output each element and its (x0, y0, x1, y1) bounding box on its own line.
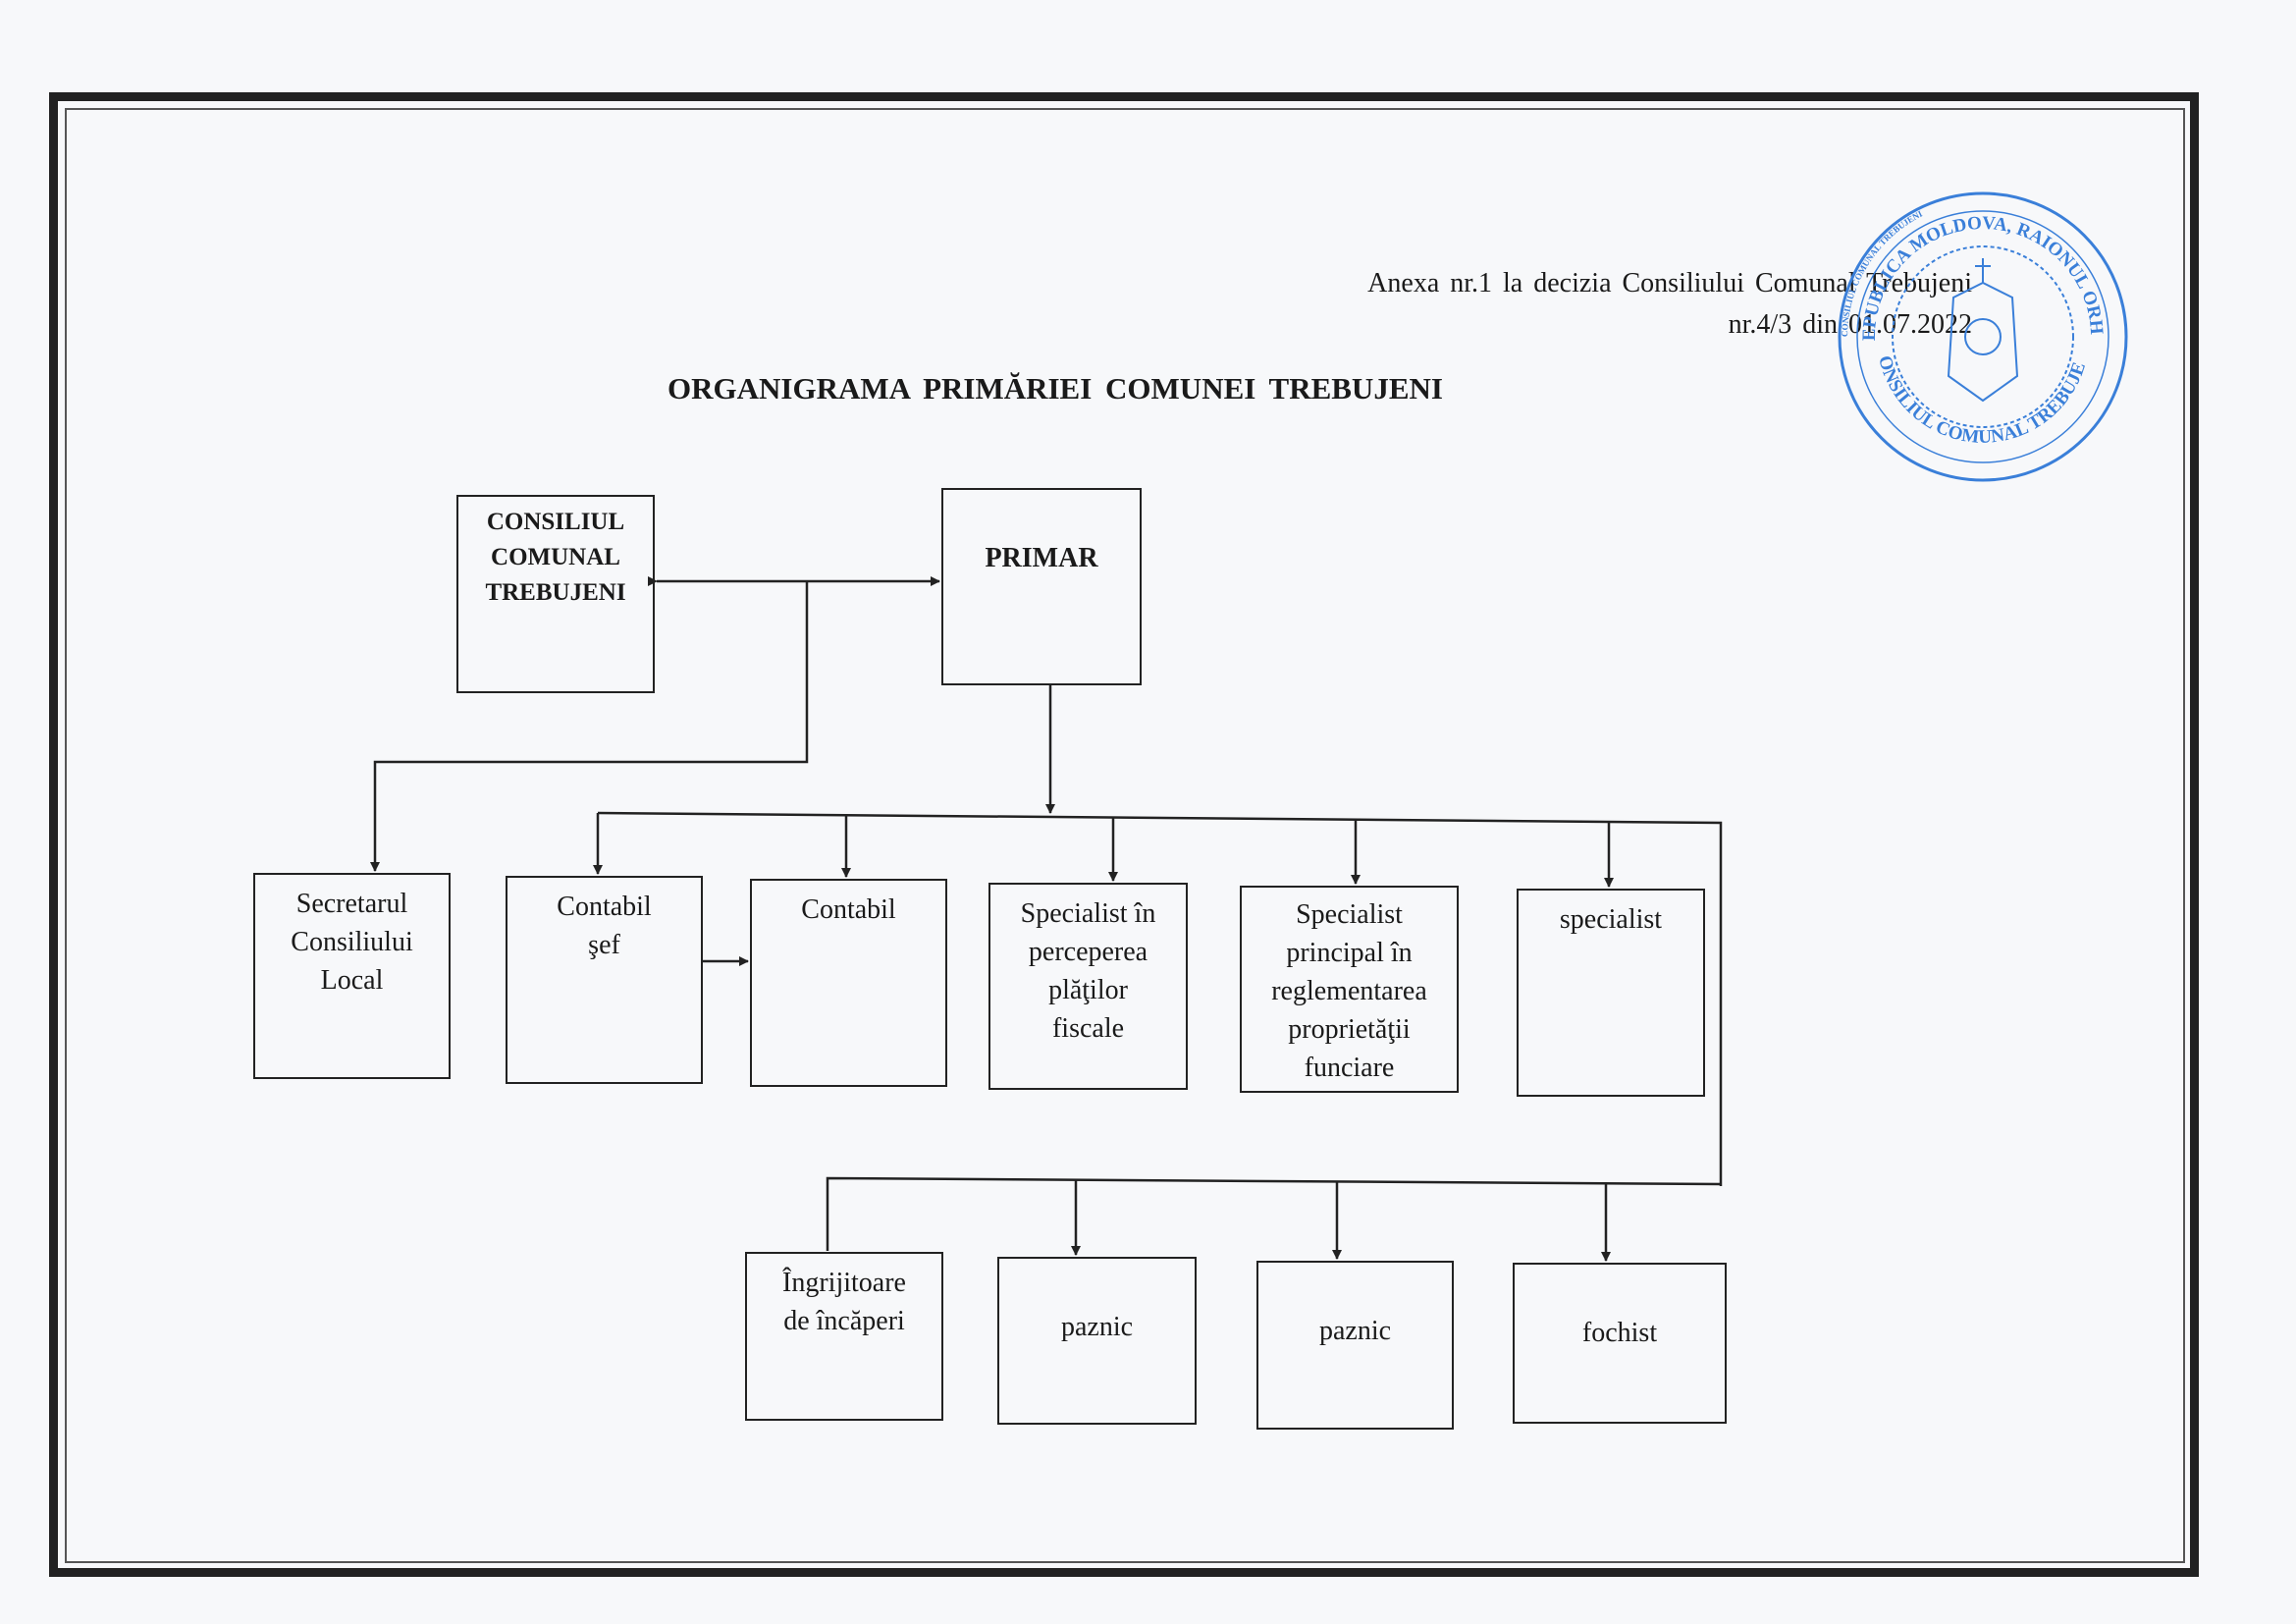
box-text: reglementarea (1271, 976, 1427, 1006)
box-cleaner: Îngrijitoare de încăperi (745, 1252, 943, 1421)
box-specialist: specialist (1517, 889, 1705, 1097)
box-text: PRIMAR (985, 543, 1098, 573)
annex-line-2: nr.4/3 din 01.07.2022 (1728, 309, 1972, 340)
page-title: ORGANIGRAMA PRIMĂRIEI COMUNEI TREBUJENI (667, 371, 1443, 406)
box-text: specialist (1559, 904, 1663, 935)
box-text: Contabil (801, 894, 896, 925)
box-text: Contabil (557, 892, 652, 922)
box-text: Specialist în (1020, 898, 1156, 929)
box-text: de încăperi (783, 1306, 905, 1336)
staff-bus-line (597, 811, 1723, 1186)
box-guard-2: paznic (1256, 1261, 1454, 1430)
box-text: proprietăţii (1288, 1014, 1411, 1045)
box-council-secretary: Secretarul Consiliului Local (253, 873, 451, 1079)
box-text: CONSILIUL (486, 509, 625, 535)
annex-reference: Anexa nr.1 la decizia Consiliului Comuna… (1367, 263, 1972, 346)
box-stoker: fochist (1513, 1263, 1727, 1424)
box-text: paznic (1318, 1316, 1392, 1346)
annex-line-1: Anexa nr.1 la decizia Consiliului Comuna… (1367, 268, 1972, 298)
box-text: COMUNAL (491, 544, 620, 570)
box-text: TREBUJENI (485, 579, 626, 606)
box-chief-accountant: Contabil şef (506, 876, 703, 1084)
official-stamp: REPUBLICA MOLDOVA, RAIONUL ORHEI CONSILI… (1836, 189, 2128, 482)
box-text: fochist (1581, 1318, 1658, 1348)
box-text: perceperea (1028, 937, 1148, 967)
box-text: fiscale (1051, 1013, 1125, 1044)
box-tax-specialist: Specialist în perceperea plăţilor fiscal… (988, 883, 1188, 1090)
box-text: Consiliului (291, 927, 413, 957)
page-border (49, 92, 2199, 1577)
support-bus-line (826, 1176, 1722, 1251)
box-council: CONSILIUL COMUNAL TREBUJENI (456, 495, 655, 693)
box-accountant: Contabil (750, 879, 947, 1087)
box-text: plăţilor (1048, 975, 1128, 1005)
box-text: Îngrijitoare (782, 1268, 906, 1298)
box-text: Specialist (1296, 899, 1403, 930)
box-text: şef (588, 930, 620, 960)
box-text: funciare (1304, 1053, 1395, 1083)
box-land-specialist: Specialist principal în reglementarea pr… (1240, 886, 1459, 1093)
box-text: Local (320, 965, 384, 996)
box-text: paznic (1060, 1312, 1134, 1342)
council-secretary-arrow (370, 581, 809, 872)
box-text: Secretarul (295, 889, 408, 919)
page-border-inner (65, 108, 2185, 1563)
box-mayor: PRIMAR (941, 488, 1142, 685)
box-guard-1: paznic (997, 1257, 1197, 1425)
box-text: principal în (1286, 938, 1413, 968)
